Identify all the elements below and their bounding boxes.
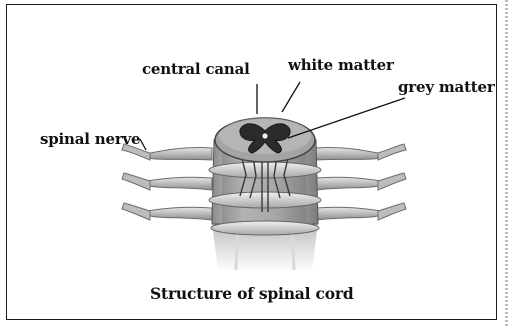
- spinal-nerves-left: [122, 144, 212, 220]
- spinal-nerve-leader: [140, 139, 146, 150]
- spinal-nerve-label: spinal nerve: [40, 130, 140, 148]
- spinal-nerves-right: [316, 144, 406, 220]
- central-canal-dot: [262, 133, 267, 138]
- white-matter-label: white matter: [288, 56, 394, 74]
- figure-caption: Structure of spinal cord: [150, 284, 354, 303]
- grey-matter-label: grey matter: [398, 78, 495, 96]
- intervertebral-disc: [211, 221, 319, 235]
- white-matter-leader: [282, 82, 300, 112]
- intervertebral-disc: [209, 162, 321, 178]
- central-canal-label: central canal: [142, 60, 250, 78]
- grey-matter-leader: [288, 98, 405, 138]
- intervertebral-disc: [209, 192, 321, 208]
